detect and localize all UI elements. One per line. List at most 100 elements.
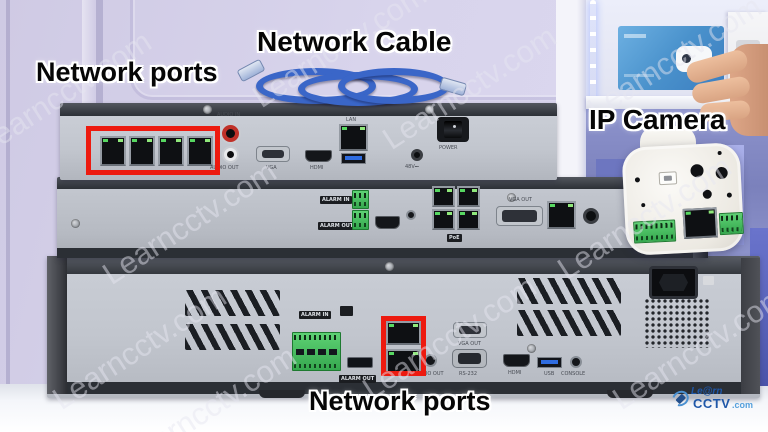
alarm-out-label: ALARM OUT — [339, 375, 377, 383]
usb-label: USB — [544, 371, 555, 377]
nvr-large-left-side — [47, 256, 67, 394]
vent-grille — [185, 290, 280, 316]
poe-port-1 — [432, 186, 455, 207]
vga-label: VGA — [266, 165, 277, 171]
terminal-pin-row — [296, 349, 337, 355]
hdmi-port — [503, 354, 530, 367]
poe-port-2 — [457, 186, 480, 207]
poe-port-4 — [457, 209, 480, 230]
hdmi-port — [305, 150, 332, 162]
logo-cctv-text: CCTV — [693, 396, 731, 411]
nvr-middle: ALARM IN ALARM OUT PoE VGA OUT — [57, 177, 708, 258]
logo-com-text: .com — [732, 400, 754, 410]
hand — [684, 44, 768, 136]
mic-hole — [717, 150, 722, 156]
lan-port — [547, 201, 576, 229]
alarm-in-label: ALARM IN — [320, 196, 352, 204]
alarm-out-label: ALARM OUT — [318, 222, 356, 230]
poe-port-2 — [129, 136, 155, 166]
power-label: POWER — [439, 145, 458, 151]
screw — [425, 105, 434, 114]
box-text-line — [624, 74, 654, 77]
annotation-network-cable: Network Cable — [257, 26, 452, 57]
learncctv-logo: Le@rn CCTV .com — [669, 386, 766, 420]
usb-port — [341, 153, 366, 164]
alarm-out-terminal — [352, 210, 369, 230]
screw-hole — [634, 177, 641, 183]
annotation-ip-camera: IP Camera — [589, 104, 726, 135]
ac-power-inlet — [649, 266, 698, 299]
console-label: CONSOLE — [561, 371, 586, 377]
audio-in-rca-jack — [222, 125, 239, 142]
dc-power-jack — [411, 149, 423, 161]
camera-ethernet-port — [682, 207, 719, 239]
device-foot — [259, 390, 305, 398]
reset-button — [658, 171, 678, 186]
poe-port-3 — [432, 209, 455, 230]
vga-out-label: VGA OUT — [509, 197, 532, 203]
hdmi-label: HDMI — [310, 165, 324, 171]
alarm-in-label: ALARM IN — [299, 311, 331, 319]
vga-out-label: VGA OUT — [458, 341, 481, 347]
nvr-large-right-side — [741, 258, 760, 394]
speaker-hole — [715, 166, 728, 180]
power-rating-label — [703, 276, 714, 285]
alarm-in-terminal — [352, 190, 369, 209]
wall-corner-line — [6, 0, 10, 392]
vent-grille — [517, 278, 621, 304]
vent-grille — [517, 310, 621, 336]
screw — [203, 105, 212, 114]
usb-port — [537, 357, 562, 368]
alarm-reset-label — [340, 306, 353, 316]
nvr-middle-bottom-edge — [57, 248, 708, 258]
camera-lens-dot — [682, 54, 691, 63]
cable-loop — [338, 68, 450, 104]
nvr-large-top-edge — [47, 256, 760, 274]
annotation-network-ports-bottom: Network ports — [309, 386, 491, 416]
dc-power-jack — [583, 208, 599, 224]
power-terminal-block — [718, 211, 744, 236]
vga-port — [256, 146, 290, 162]
network-port-1 — [386, 321, 421, 345]
highlight-box-top-ports — [86, 126, 220, 175]
lan-label: LAN — [346, 117, 357, 123]
esata-port — [347, 357, 373, 368]
lan-port — [339, 124, 368, 151]
highlight-box-bottom-ports — [381, 316, 426, 376]
hdmi-label: HDMI — [508, 370, 522, 376]
box-brand-mark — [624, 34, 646, 38]
cctv-camera-icon — [669, 387, 692, 410]
poe-label: PoE — [447, 234, 462, 242]
annotation-network-ports-top: Network ports — [36, 57, 218, 87]
hex-vent-grille — [644, 298, 710, 348]
rs232-port — [452, 349, 487, 368]
screw — [507, 193, 516, 202]
vga-out-port — [496, 206, 543, 226]
console-jack — [570, 356, 582, 368]
nvr-small: AUDIO IN AUDIO OUT VGA HDMI LAN 48V⎓ POW… — [60, 103, 557, 180]
network-cable — [236, 58, 468, 110]
nvr-large-bottom-edge — [47, 382, 760, 394]
mic-hole — [726, 192, 732, 198]
speaker-hole — [690, 163, 704, 178]
io-terminal-block — [633, 219, 677, 244]
vent-grille — [185, 324, 280, 350]
audio-jack — [406, 210, 416, 220]
poe-port-4 — [187, 136, 213, 166]
nvr-middle-top-edge — [57, 177, 708, 189]
screw — [71, 219, 80, 228]
screw — [527, 344, 536, 353]
screw-hole — [641, 202, 646, 208]
poe-port-3 — [158, 136, 184, 166]
screw — [385, 262, 394, 271]
audio-out-label: AUDIO OUT — [415, 371, 444, 377]
rs232-label: RS-232 — [459, 371, 477, 377]
hdmi-port — [375, 216, 400, 229]
dc-48v-label: 48V⎓ — [405, 164, 419, 170]
poe-port-1 — [100, 136, 126, 166]
ip-camera — [621, 141, 745, 257]
logo-learn-text: Le@rn — [691, 386, 723, 397]
power-switch — [437, 117, 469, 142]
speaker-hole — [702, 189, 713, 199]
